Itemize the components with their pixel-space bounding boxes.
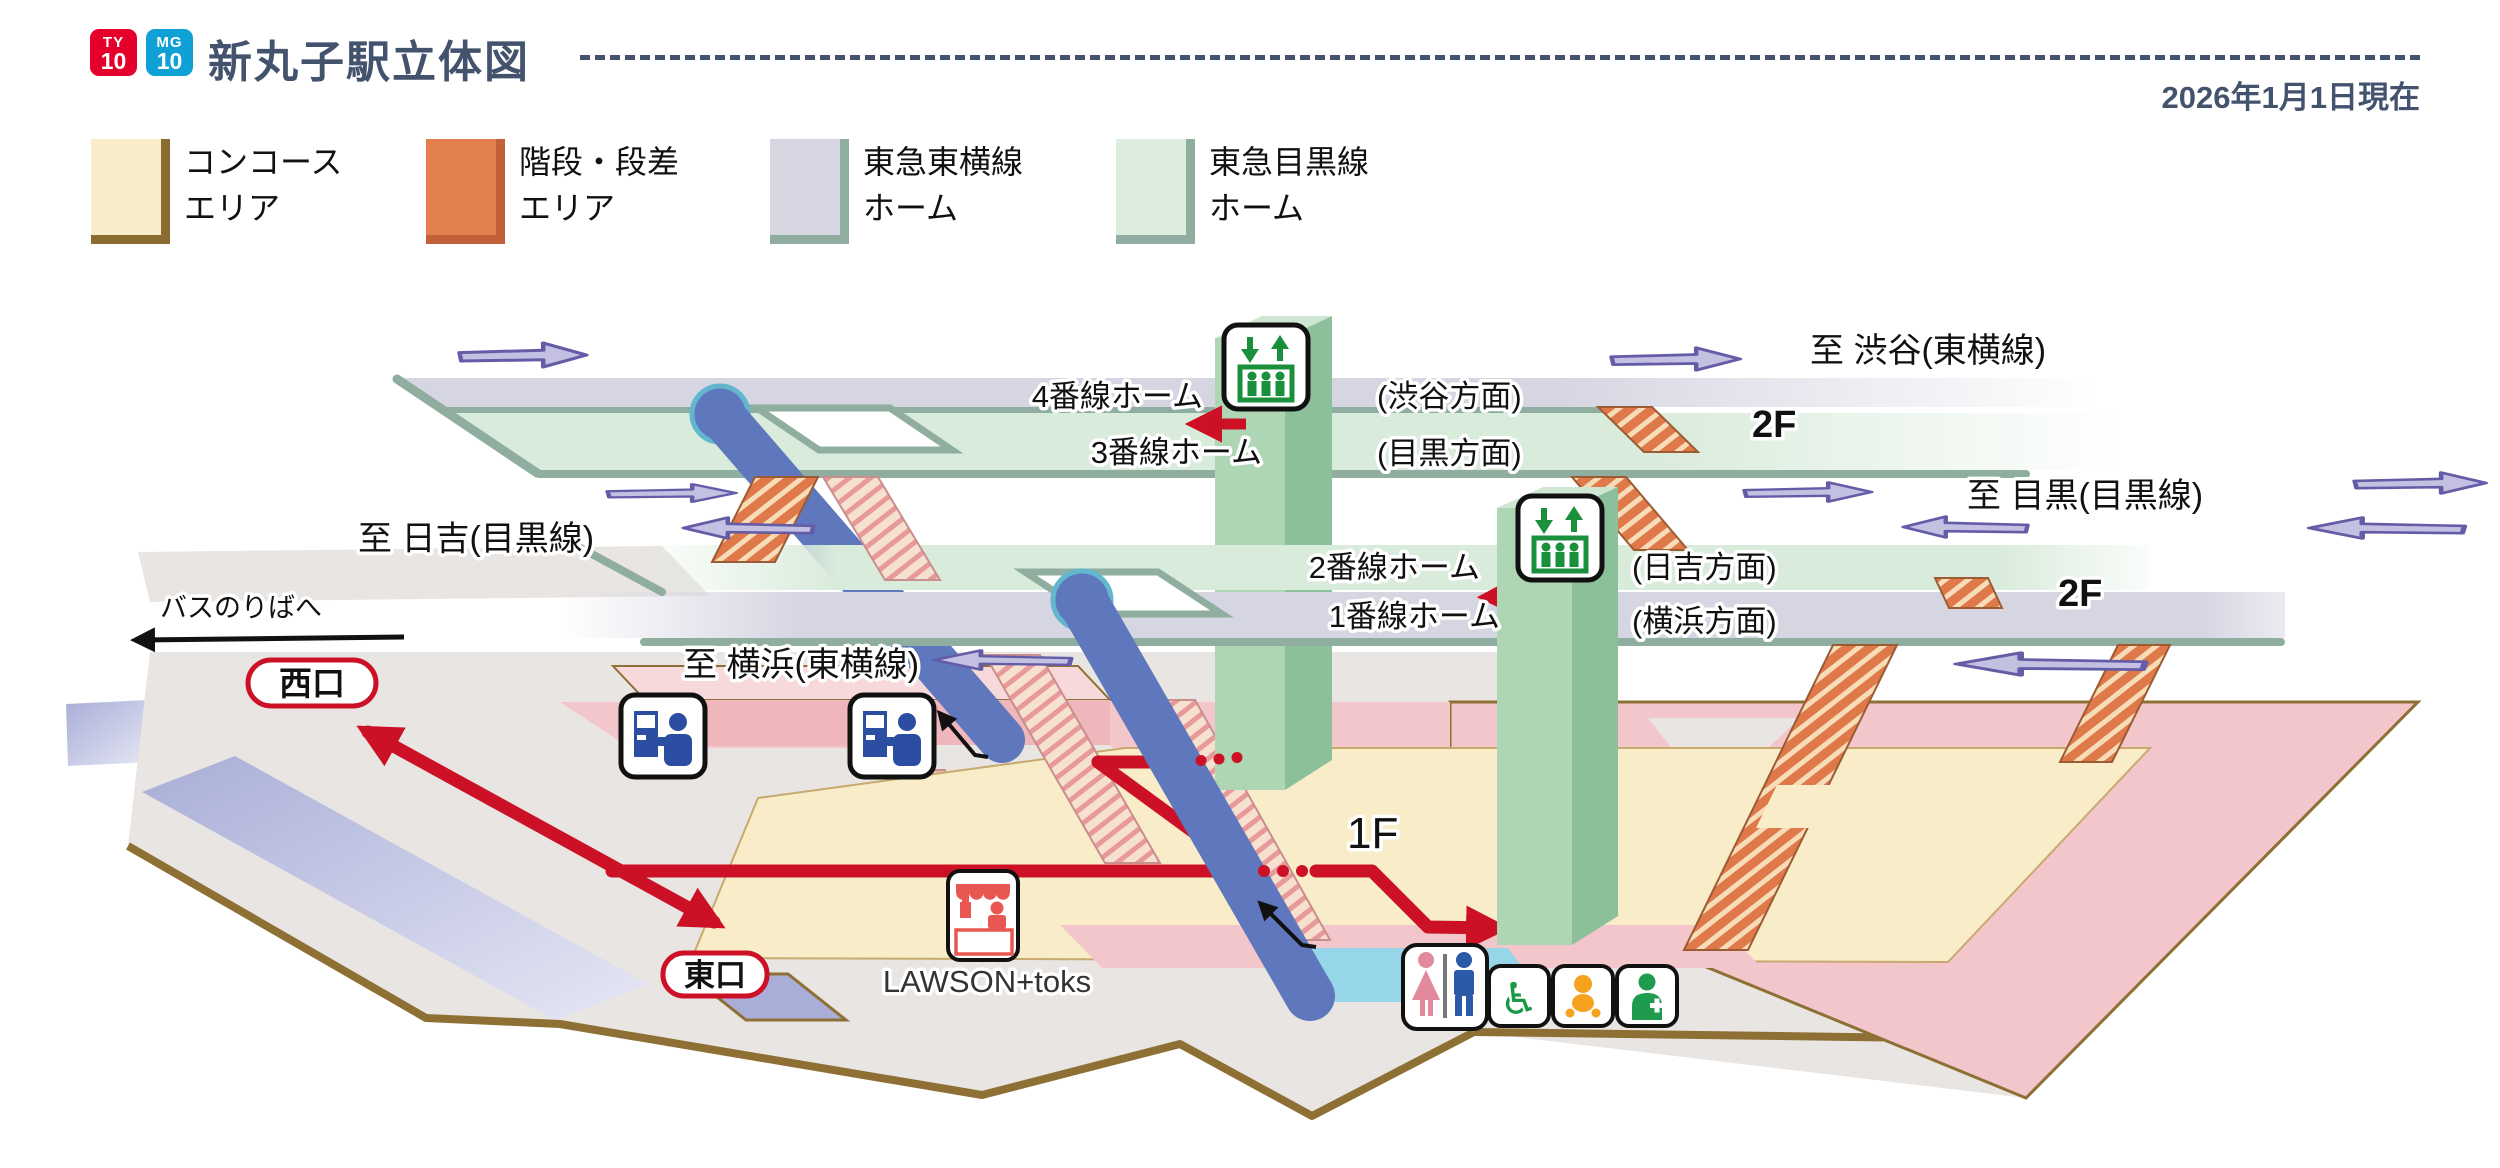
legend-label: 階段・段差 (519, 144, 680, 180)
legend-item-toyoko-platform: 東急東横線ホーム (770, 139, 1023, 244)
header-divider (580, 55, 2420, 60)
restroom-icon (1401, 943, 1489, 1031)
callout-arrow (936, 709, 1317, 949)
legend-item-meguro-platform: 東急目黒線ホーム (1116, 139, 1369, 244)
legend-label: コンコース (184, 144, 343, 180)
stairs (821, 476, 942, 581)
platform3-label: 3番線ホーム (1091, 435, 1262, 470)
stairs (983, 654, 1162, 864)
to-hiyoshi-label: 至 日吉(目黒線) (358, 520, 594, 558)
legend-label: 東急東横線 (863, 144, 1024, 180)
ty-line-code: TY (102, 34, 125, 51)
west-exit-label: 西口 (279, 665, 345, 702)
platform2-direction: (日吉方面) (1632, 550, 1777, 585)
floor-2f-east-label: 2F (1752, 404, 1796, 446)
ticket-machine-icon (621, 695, 705, 777)
to-yokohama-label: 至 横浜(東横線) (683, 646, 919, 684)
mg-line-badge: MG 10 (146, 29, 193, 76)
west-street-upper (66, 546, 710, 766)
to-shibuya-label: 至 渋谷(東横線) (1810, 332, 2046, 370)
platform1-direction: (横浜方面) (1632, 604, 1777, 639)
ticket-machine-icon (850, 695, 934, 777)
stairs-east (1682, 644, 1899, 951)
east-exit-badge: 東口 (660, 950, 770, 999)
platform2-strip (640, 545, 2150, 590)
baby-care-icon (1551, 964, 1615, 1028)
escalator-lower (1050, 568, 1335, 1021)
platform-opening (745, 404, 964, 454)
shop-label: LAWSON+toks (883, 964, 1091, 999)
stairs (1595, 406, 1701, 453)
legend-swatch-meguro (1116, 139, 1195, 244)
ty-station-number: 10 (100, 48, 127, 74)
elevator-icon (1224, 325, 1308, 409)
route-crossing-dots (1195, 752, 1308, 877)
floor-1f-label: 1F (1347, 809, 1398, 858)
svg-text:♿: ♿ (1499, 974, 1538, 1025)
elevator-icon (1518, 496, 1602, 580)
bus-stop-arrow (130, 627, 405, 653)
mg-station-number: 10 (156, 48, 183, 74)
legend-swatch-stairs (426, 139, 505, 244)
west-exit-badge: 西口 (245, 657, 379, 709)
platform2-label: 2番線ホーム (1309, 550, 1480, 585)
platform1-label: 1番線ホーム (1329, 599, 1500, 634)
platform4-label: 4番線ホーム (1032, 379, 1203, 414)
first-aid-room-icon (1615, 964, 1679, 1028)
stairs (1933, 577, 2004, 609)
wheelchair-accessible-icon: ♿ (1487, 964, 1551, 1028)
kiosk-icon (946, 869, 1020, 962)
stairs (2058, 644, 2172, 763)
legend-swatch-concourse (91, 139, 170, 244)
ty-line-badge: TY 10 (90, 29, 137, 76)
platform1-strip (560, 592, 2285, 638)
page-title: 新丸子駅立体図 (208, 38, 530, 87)
map-date: 2026年1月1日現在 (2161, 80, 2420, 115)
floor-2f-west-label: 2F (2058, 573, 2102, 615)
platform3-direction: (目黒方面) (1377, 436, 1522, 471)
platform4-direction: (渋谷方面) (1377, 379, 1522, 414)
legend-label: 東急目黒線 (1209, 144, 1370, 180)
mg-line-code: MG (156, 34, 183, 51)
bus-stop-label: バスのりばへ (160, 593, 322, 623)
track-strip (66, 700, 150, 766)
floor-edge (126, 842, 1476, 1120)
to-meguro-label: 至 目黒(目黒線) (1967, 477, 2203, 515)
legend-item-concourse: コンコースエリア (91, 139, 342, 244)
legend-swatch-toyoko (770, 139, 849, 244)
legend-item-stairs: 階段・段差エリア (426, 139, 679, 244)
east-exit-label: 東口 (684, 958, 746, 993)
